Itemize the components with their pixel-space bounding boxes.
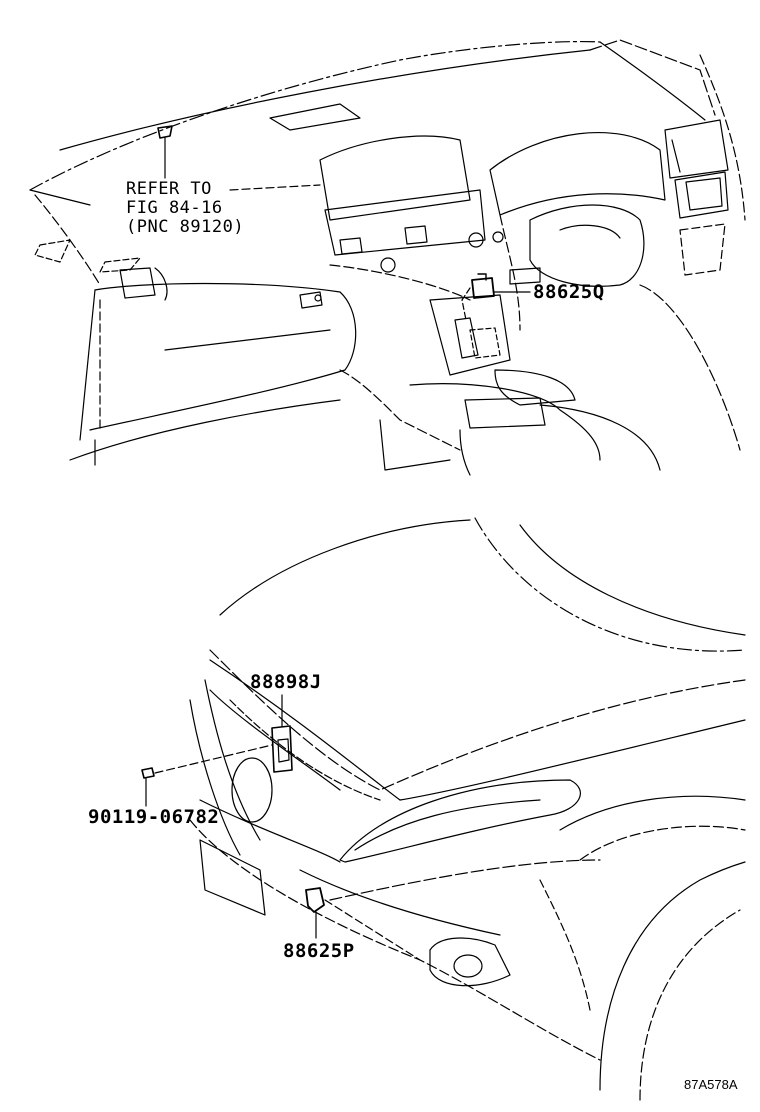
vehicle-front-illustration — [142, 518, 745, 1100]
part-88625Q-shape — [472, 278, 494, 298]
part-label-88625P[interactable]: 88625P — [283, 940, 355, 962]
refer-note-line2: FIG 84-16 — [126, 198, 223, 218]
part-label-88625Q[interactable]: 88625Q — [533, 281, 605, 303]
refer-note-line3: (PNC 89120) — [126, 217, 245, 237]
part-88625P-shape — [306, 888, 324, 912]
dashboard-illustration — [30, 40, 745, 475]
part-label-88898J[interactable]: 88898J — [250, 671, 322, 693]
illustration-code: 87A578A — [684, 1077, 738, 1092]
part-label-90119-06782[interactable]: 90119-06782 — [88, 806, 220, 828]
refer-note-line1: REFER TO — [126, 179, 212, 199]
part-90119-06782-shape — [142, 768, 154, 778]
part-88898J-shape — [272, 726, 292, 772]
